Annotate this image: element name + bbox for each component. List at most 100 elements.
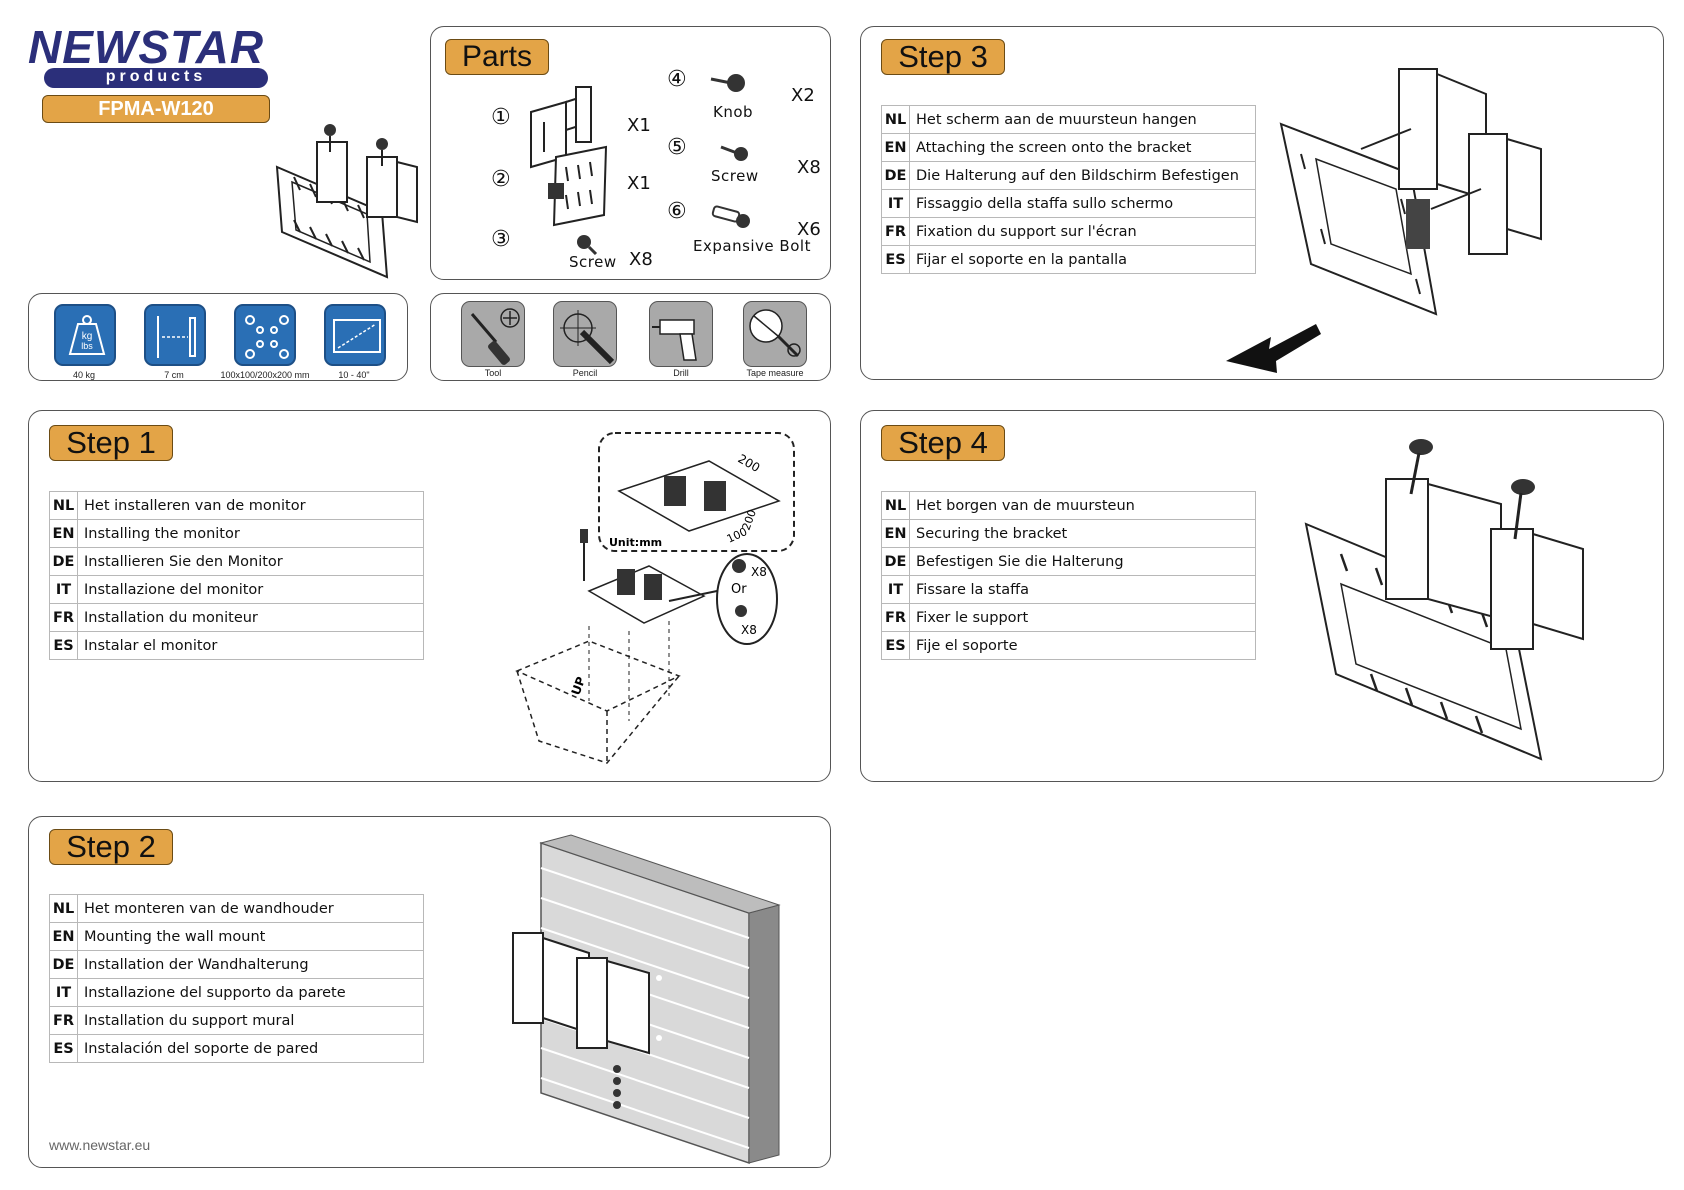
instruction-text: Installation du moniteur — [77, 603, 424, 632]
part-number-1: ① — [491, 105, 511, 130]
instruction-text: Installation der Wandhalterung — [77, 950, 424, 979]
product-overview-illustration — [275, 124, 418, 279]
spec-label-screen-size: 10 - 40" — [338, 370, 370, 380]
instruction-text: Befestigen Sie die Halterung — [909, 547, 1256, 576]
vesa-pattern-icon — [234, 304, 296, 366]
parts-title: Parts — [461, 40, 533, 73]
specs-panel: kg lbs 40 kg 7 cm 100x100/200x200 mm 10 … — [28, 293, 408, 381]
part-name-4: Knob — [713, 103, 754, 121]
lang-code: EN — [881, 519, 910, 548]
part-number-2: ② — [491, 167, 511, 192]
qty-label-a: X8 — [751, 565, 767, 579]
instruction-text: Fije el soporte — [909, 631, 1256, 660]
brand-sub-bar — [44, 68, 268, 88]
part-name-3: Screw — [569, 253, 617, 271]
step2-title-badge: Step 2 — [49, 829, 173, 865]
lang-code: IT — [881, 189, 910, 218]
instruction-text: Fixation du support sur l'écran — [909, 217, 1256, 246]
dimension-label-a: 200 — [736, 451, 763, 475]
instruction-text: Installazione del monitor — [77, 575, 424, 604]
knob-icon — [710, 74, 745, 92]
unit-label: Unit:mm — [609, 536, 662, 549]
step4-title-badge: Step 4 — [881, 425, 1005, 461]
model-number: FPMA-W120 — [98, 98, 214, 120]
lang-code: NL — [49, 491, 78, 520]
lang-code: FR — [49, 1006, 78, 1035]
instruction-text: Fijar el soporte en la pantalla — [909, 245, 1256, 274]
lang-code: NL — [49, 894, 78, 923]
instruction-text: Fissare la staffa — [909, 575, 1256, 604]
instruction-text: Installazione del supporto da parete — [77, 978, 424, 1007]
part-number-3: ③ — [491, 227, 511, 252]
lang-code: NL — [881, 491, 910, 520]
instruction-text: Instalar el monitor — [77, 631, 424, 660]
tools-panel: Tool Pencil Drill Tape measure — [430, 293, 831, 381]
lang-code: ES — [881, 245, 910, 274]
lang-code: EN — [49, 519, 78, 548]
or-label: Or — [731, 582, 747, 597]
instruction-text: Mounting the wall mount — [77, 922, 424, 951]
lang-code: FR — [881, 603, 910, 632]
lang-code: DE — [49, 547, 78, 576]
lang-code: ES — [881, 631, 910, 660]
svg-text:lbs: lbs — [81, 341, 93, 351]
part-number-4: ④ — [667, 67, 687, 92]
instruction-text: Instalación del soporte de pared — [77, 1034, 424, 1063]
part-name-5: Screw — [711, 167, 759, 185]
instruction-text: Attaching the screen onto the bracket — [909, 133, 1256, 162]
tape-measure-icon — [743, 301, 807, 367]
lang-code: IT — [49, 978, 78, 1007]
lang-code: ES — [49, 1034, 78, 1063]
instruction-text: Het installeren van de monitor — [77, 491, 424, 520]
expansive-bolt-icon — [711, 205, 750, 228]
drill-icon — [649, 301, 713, 367]
part-qty-1: X1 — [627, 115, 651, 136]
tool-label-pencil: Pencil — [572, 368, 598, 378]
instruction-text: Installation du support mural — [77, 1006, 424, 1035]
up-label: UP — [569, 675, 589, 697]
parts-title-badge: Parts — [445, 39, 549, 75]
wall-bracket-part-illustration — [530, 86, 592, 169]
instruction-text: Installieren Sie den Monitor — [77, 547, 424, 576]
part-qty-6: X6 — [797, 219, 821, 240]
step1-illustration: 200 100 200 Unit:mm Or X8 X8 UP — [515, 432, 795, 764]
step3-title-badge: Step 3 — [881, 39, 1005, 75]
lang-code: NL — [881, 105, 910, 134]
part-name-6: Expansive Bolt — [693, 237, 811, 255]
brand-name: NEWSTAR — [28, 21, 265, 73]
part-number-6: ⑥ — [667, 199, 687, 224]
step3-title: Step 3 — [898, 39, 988, 74]
part-qty-5: X8 — [797, 157, 821, 178]
step3-illustration — [1226, 68, 1542, 373]
step2-title: Step 2 — [66, 829, 156, 864]
part-qty-3: X8 — [629, 249, 653, 270]
step4-illustration — [1304, 439, 1584, 761]
lang-code: ES — [49, 631, 78, 660]
website-footer[interactable]: www.newstar.eu — [49, 1137, 151, 1153]
lang-code: EN — [881, 133, 910, 162]
screwdriver-icon — [461, 301, 525, 367]
step4-title: Step 4 — [898, 425, 988, 460]
screw-small-icon — [577, 235, 598, 256]
instruction-text: Het borgen van de muursteun — [909, 491, 1256, 520]
lang-code: DE — [881, 547, 910, 576]
